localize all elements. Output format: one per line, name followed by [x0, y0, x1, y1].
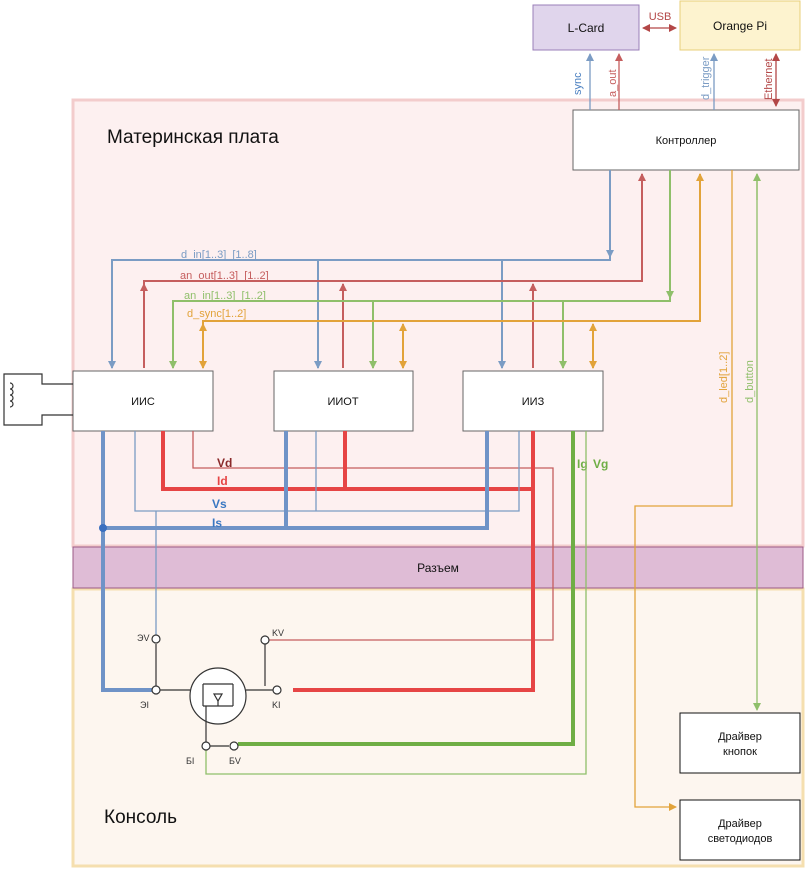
bi-label: БI — [186, 756, 194, 766]
d-led-line — [634, 170, 733, 811]
led-driver-line2: светодиодов — [708, 833, 773, 845]
ig-line — [238, 431, 575, 746]
iiot-label: ИИОТ — [327, 396, 358, 408]
orangepi-block[interactable] — [679, 0, 801, 51]
button-driver-line2: кнопок — [723, 746, 757, 758]
ev-terminal[interactable] — [151, 634, 161, 644]
bv-label: БV — [229, 756, 241, 766]
console-title: Консоль — [104, 807, 177, 828]
a-out-label: a_out — [607, 69, 619, 97]
vs-label: Vs — [212, 497, 227, 511]
iis-block[interactable] — [72, 370, 214, 432]
button-driver-block[interactable] — [679, 712, 801, 774]
is-bus — [103, 431, 489, 530]
is-line — [101, 431, 152, 692]
ethernet-label: Ethernet — [763, 58, 775, 100]
led-driver-line1: Драйвер — [718, 818, 762, 830]
an-in-label: an_in[1..3]_[1..2] — [184, 290, 266, 302]
ev-label: ЭV — [137, 633, 149, 643]
ei-terminal[interactable] — [151, 685, 161, 695]
connector-label: Разъем — [417, 561, 459, 575]
d-trigger-label: d_trigger — [700, 56, 712, 100]
button-driver-line1: Драйвер — [718, 731, 762, 743]
ki-terminal[interactable] — [272, 685, 282, 695]
connector-bar — [72, 546, 804, 589]
usb-label: USB — [649, 11, 672, 23]
d-button-label: d_button — [744, 360, 756, 403]
iis-label: ИИС — [131, 396, 155, 408]
lcard-block[interactable] — [532, 4, 640, 51]
id-label: Id — [217, 474, 228, 488]
sync-label: sync — [572, 72, 584, 95]
is-junction — [99, 524, 107, 532]
ig-label: Ig — [577, 457, 588, 471]
an-out-label: an_out[1..3]_[1..2] — [180, 270, 269, 282]
vd-line — [192, 431, 554, 641]
kv-terminal[interactable] — [260, 635, 270, 645]
coil-connector-icon — [3, 373, 73, 426]
lcard-label: L-Card — [568, 21, 605, 35]
vg-line — [205, 431, 587, 775]
bi-terminal[interactable] — [201, 741, 211, 751]
bv-terminal[interactable] — [229, 741, 239, 751]
vd-label: Vd — [217, 456, 232, 470]
iiz-block[interactable] — [462, 370, 604, 432]
is-label: Is — [212, 516, 222, 530]
vg-label: Vg — [593, 457, 608, 471]
transistor-icon — [155, 644, 273, 747]
vs-line — [134, 431, 520, 512]
iiz-label: ИИЗ — [522, 396, 545, 408]
d-sync-label: d_sync[1..2] — [187, 308, 246, 320]
ei-label: ЭI — [140, 700, 149, 710]
d-led-label: d_led[1..2] — [718, 352, 730, 403]
motherboard-title: Материнская плата — [107, 127, 279, 148]
kv-label: KV — [272, 628, 284, 638]
d-in-label: d_in[1..3]_[1..8] — [181, 249, 257, 261]
controller-block[interactable] — [572, 109, 800, 171]
ki-label: KI — [272, 700, 281, 710]
controller-label: Контроллер — [656, 135, 717, 147]
led-driver-block[interactable] — [679, 799, 801, 861]
orangepi-label: Orange Pi — [713, 19, 767, 33]
iiot-block[interactable] — [273, 370, 414, 432]
